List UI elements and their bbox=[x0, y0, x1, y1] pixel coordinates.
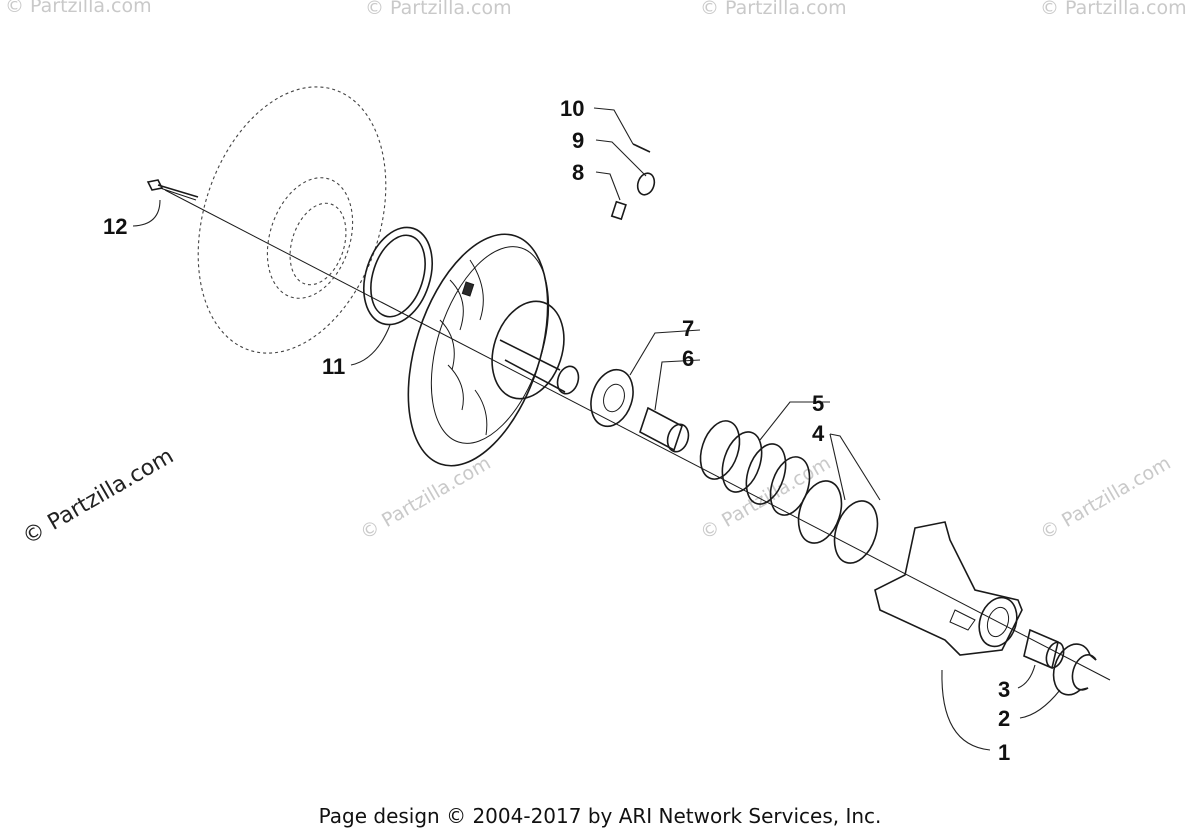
watermark-mid-3: © Partzilla.com bbox=[1037, 452, 1175, 544]
part-11-ring bbox=[363, 226, 433, 326]
center-axis bbox=[164, 189, 1111, 681]
watermark-mid-1: © Partzilla.com bbox=[357, 452, 495, 544]
watermark-top-3: © Partzilla.com bbox=[700, 0, 847, 19]
callout-2: 2 bbox=[998, 706, 1010, 731]
part-8-pin bbox=[610, 200, 627, 221]
part-4-spring-seat bbox=[797, 480, 879, 564]
callout-12: 12 bbox=[103, 214, 127, 239]
leader-lines bbox=[132, 107, 1061, 751]
callout-5: 5 bbox=[812, 391, 824, 416]
watermark-side: © Partzilla.com bbox=[19, 444, 179, 551]
part-3-bushing bbox=[1023, 628, 1065, 670]
callout-4: 4 bbox=[812, 421, 825, 446]
part-fixed-sheave bbox=[407, 233, 550, 467]
part-9-roller bbox=[636, 172, 656, 196]
part-5-spring bbox=[699, 420, 811, 516]
callout-7: 7 bbox=[682, 316, 694, 341]
watermark-top-1: © Partzilla.com bbox=[5, 0, 152, 17]
part-2-snap-ring bbox=[1052, 643, 1097, 696]
callout-8: 8 bbox=[572, 160, 584, 185]
callout-9: 9 bbox=[572, 128, 584, 153]
callout-11: 11 bbox=[322, 354, 345, 379]
part-1-spider bbox=[874, 521, 1023, 656]
callout-10: 10 bbox=[560, 96, 584, 121]
watermark-mid-2: © Partzilla.com bbox=[697, 452, 835, 544]
part-7-washer bbox=[590, 368, 634, 428]
callout-6: 6 bbox=[682, 346, 694, 371]
watermark-top-4: © Partzilla.com bbox=[1040, 0, 1187, 19]
part-10-pin bbox=[632, 143, 651, 153]
part-hub bbox=[491, 300, 580, 400]
callout-3: 3 bbox=[998, 677, 1010, 702]
part-6-bushing bbox=[639, 406, 690, 453]
watermarks: © Partzilla.com © Partzilla.com © Partzi… bbox=[5, 0, 1187, 544]
watermark-top-2: © Partzilla.com bbox=[365, 0, 512, 19]
footer-copyright: Page design © 2004-2017 by ARI Network S… bbox=[319, 804, 882, 828]
part-12-bolt bbox=[146, 179, 199, 201]
callouts: 10 9 8 12 11 7 6 5 4 3 2 1 bbox=[103, 96, 1010, 765]
part-outer-sheave bbox=[197, 86, 387, 354]
callout-1: 1 bbox=[998, 740, 1010, 765]
